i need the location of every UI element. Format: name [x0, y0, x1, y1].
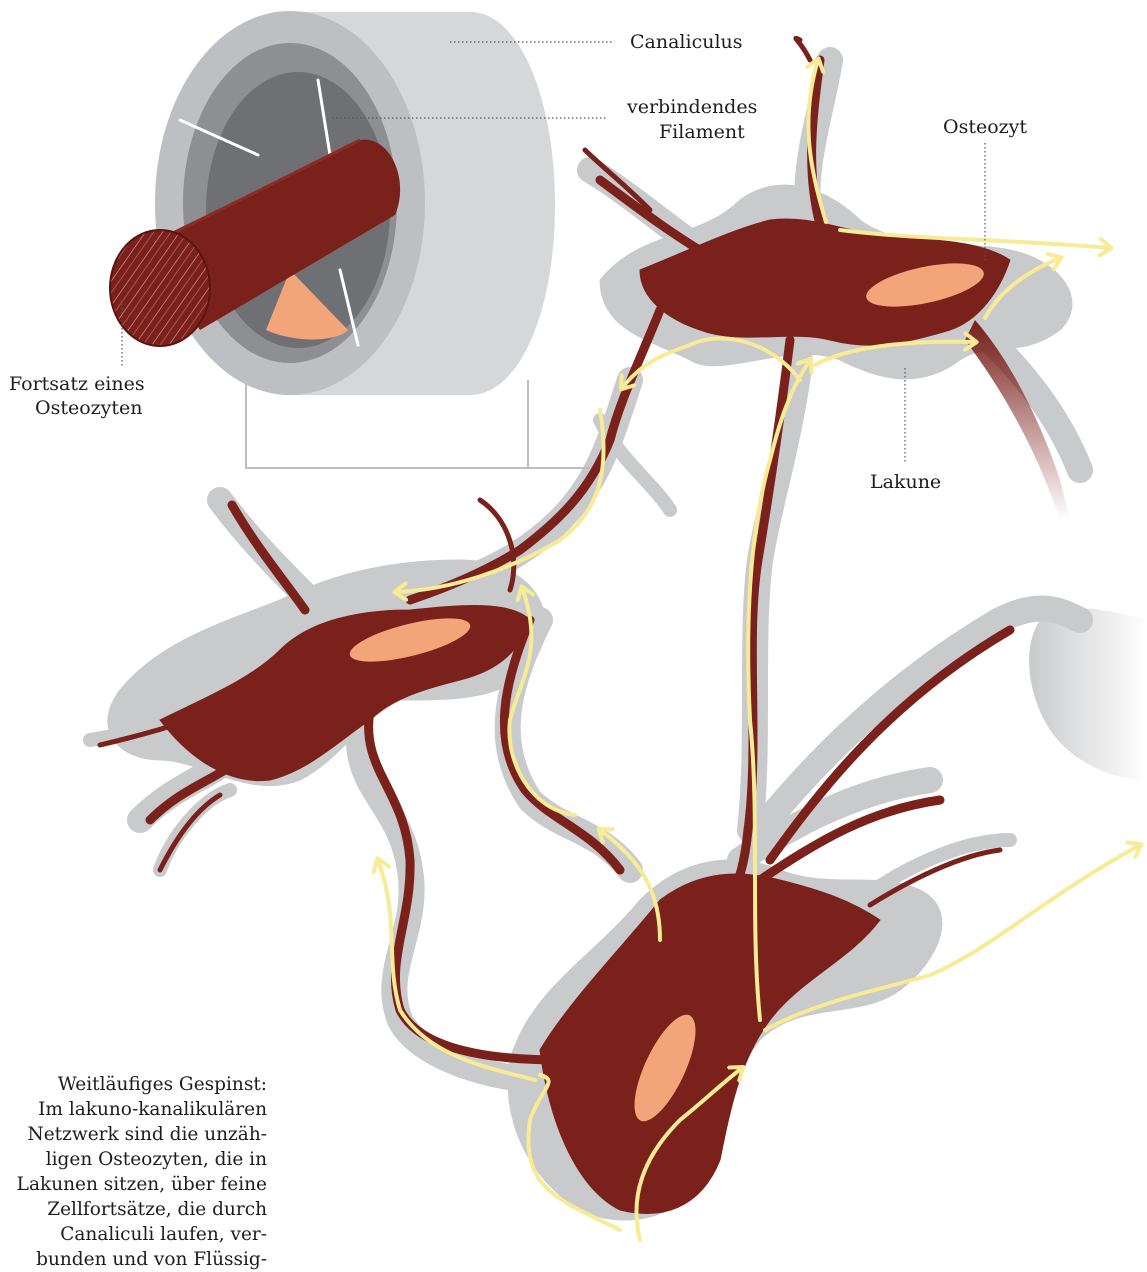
label-canaliculus: Canaliculus: [630, 30, 743, 54]
osteocyte-cell-bottom: [540, 874, 880, 1213]
caption-line: Zellfortsätze, die durch: [0, 1197, 267, 1222]
canaliculus-inset: [110, 11, 590, 468]
label-filament-line2: Filament: [659, 120, 745, 144]
caption-line: Canaliculi laufen, ver-: [0, 1222, 267, 1247]
process-cross-section: [110, 230, 210, 346]
figure-caption: Weitläufiges Gespinst: Im lakuno-kanalik…: [0, 1072, 267, 1272]
caption-line: Im lakuno-kanalikulären: [0, 1097, 267, 1122]
caption-line: Lakunen sitzen, über feine: [0, 1172, 267, 1197]
caption-line: bunden und von Flüssig-: [0, 1247, 267, 1272]
caption-line: ligen Osteozyten, die in: [0, 1147, 267, 1172]
label-fortsatz-line2: Osteozyten: [35, 396, 143, 420]
caption-line: Netzwerk sind die unzäh-: [0, 1122, 267, 1147]
label-filament-line1: verbindendes: [627, 95, 757, 119]
label-lakune: Lakune: [870, 470, 941, 494]
caption-line: Weitläufiges Gespinst:: [0, 1072, 267, 1097]
label-fortsatz-line1: Fortsatz eines: [9, 372, 145, 396]
label-osteozyt: Osteozyt: [943, 115, 1027, 139]
